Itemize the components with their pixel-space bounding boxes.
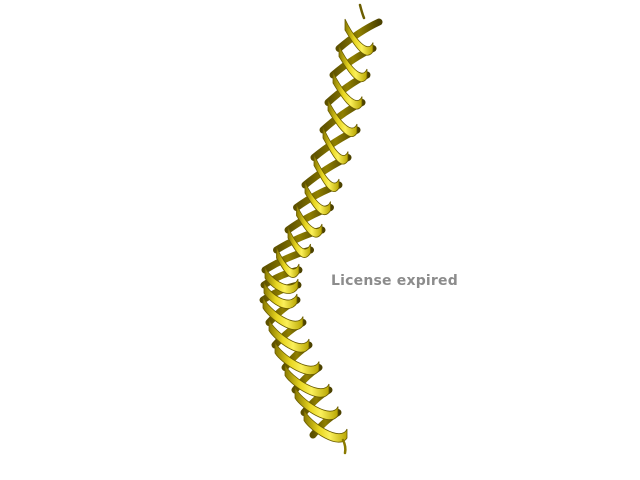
helix-front-segment — [296, 204, 323, 238]
helix-front-segment — [332, 71, 363, 110]
helix-front-segment — [313, 154, 340, 192]
license-watermark: License expired — [331, 273, 458, 289]
helix-front-segment — [303, 409, 348, 443]
helix-terminal-coils — [341, 3, 366, 455]
helix-front-segment — [262, 296, 304, 331]
helix-front-segment — [322, 126, 349, 165]
helix-front-segment — [268, 319, 310, 353]
helix-front-segment — [304, 181, 331, 216]
helix-front-segment — [274, 341, 320, 376]
helix-front-segment — [287, 226, 311, 258]
n-terminal-coil — [358, 3, 366, 20]
c-terminal-coil — [341, 438, 347, 455]
helix-front-segment — [263, 281, 298, 309]
helix-back-segment — [335, 18, 383, 52]
helix-front-strands — [262, 18, 374, 443]
helix-front-segment — [276, 246, 300, 278]
helix-front-segment — [338, 45, 368, 82]
helix-front-segment — [284, 364, 330, 398]
helix-front-segment — [344, 18, 374, 56]
helix-front-segment — [264, 266, 299, 294]
helix-front-segment — [294, 386, 339, 421]
helix-front-segment — [327, 99, 358, 137]
